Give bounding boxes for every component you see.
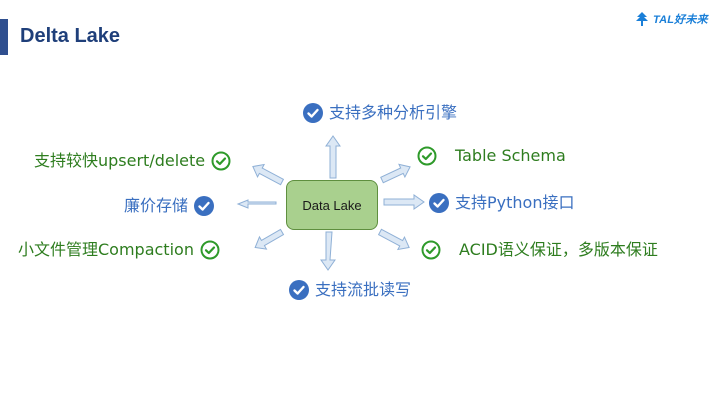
data-lake-node: Data Lake: [286, 180, 378, 230]
feature-upsert-delete: 支持较快upsert/delete: [34, 147, 231, 175]
blue-check-badge-icon: [289, 280, 309, 300]
blue-check-badge-icon: [429, 193, 449, 213]
arrow-up-left: [252, 163, 285, 186]
page-title: Delta Lake: [20, 25, 121, 47]
feature-label: 支持多种分析引擎: [329, 103, 458, 122]
tree-logo-icon: [634, 11, 650, 27]
logo-text: TAL好未来: [653, 14, 708, 26]
feature-label: 支持流批读写: [315, 280, 412, 299]
arrow-up: [325, 135, 341, 179]
feature-python-api: 支持Python接口: [429, 189, 574, 217]
feature-label: 支持Python接口: [455, 193, 575, 212]
arrow-down-right: [377, 228, 410, 251]
feature-label: 小文件管理Compaction: [18, 240, 194, 259]
blue-check-badge-icon: [194, 196, 215, 216]
arrow-down-left: [254, 228, 285, 250]
green-check-circle-icon: [200, 240, 220, 260]
feature-acid: ACID语义保证，多版本保证: [421, 236, 658, 264]
feature-label: Table Schema: [455, 146, 566, 165]
green-check-circle-icon: [211, 151, 231, 171]
arrow-down: [320, 231, 336, 271]
arrow-up-right: [380, 163, 411, 184]
tal-logo: TAL好未来: [634, 9, 718, 29]
feature-cheap-storage: 廉价存储: [124, 192, 215, 220]
data-lake-label: Data Lake: [302, 197, 362, 213]
arrow-right: [383, 194, 425, 210]
blue-check-badge-icon: [303, 103, 323, 123]
feature-compaction: 小文件管理Compaction: [18, 236, 220, 264]
green-check-circle-icon: [417, 146, 437, 166]
title-accent-bar: [0, 19, 8, 55]
feature-label: 支持较快upsert/delete: [34, 151, 206, 170]
feature-stream-batch: 支持流批读写: [289, 276, 411, 304]
feature-label: 廉价存储: [124, 196, 189, 215]
feature-multi-engine: 支持多种分析引擎: [303, 99, 457, 127]
arrow-left: [236, 199, 277, 209]
feature-label: ACID语义保证，多版本保证: [459, 240, 658, 259]
green-check-circle-icon: [421, 240, 441, 260]
feature-table-schema: Table Schema: [417, 142, 566, 170]
